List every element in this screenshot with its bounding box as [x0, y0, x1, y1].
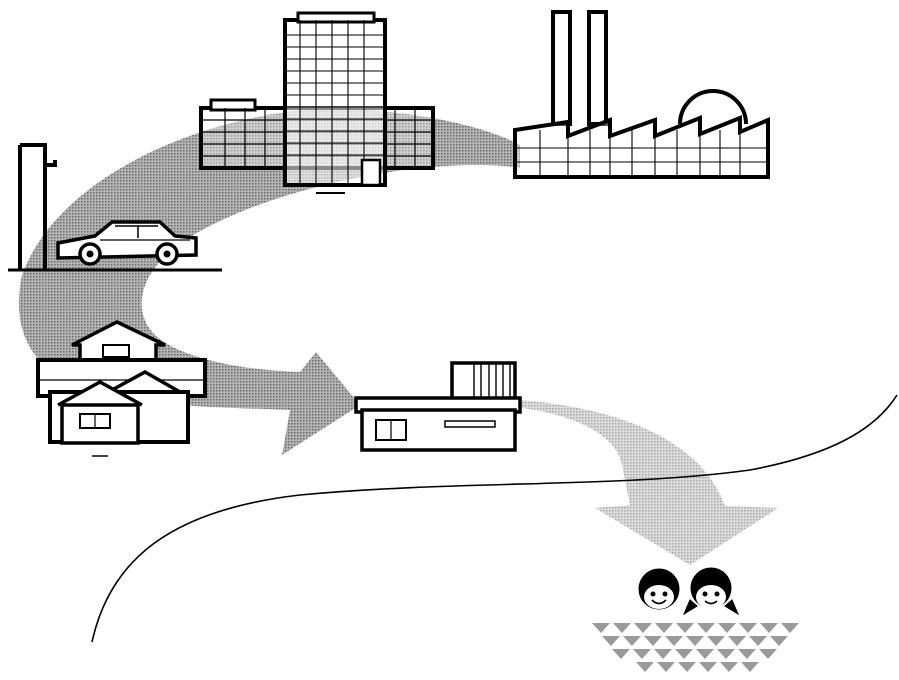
factory-icon	[513, 10, 770, 179]
flow-arrow-secondary	[478, 400, 778, 565]
children-icon	[638, 567, 740, 616]
triangle-pattern	[592, 623, 799, 672]
shop-icon	[354, 361, 522, 452]
girl-face-icon	[682, 567, 740, 616]
boy-face-icon	[638, 568, 680, 610]
boundary-curve	[91, 394, 898, 643]
car-icon	[8, 143, 222, 272]
office-building-icon	[199, 11, 435, 194]
houses-icon	[36, 320, 207, 457]
